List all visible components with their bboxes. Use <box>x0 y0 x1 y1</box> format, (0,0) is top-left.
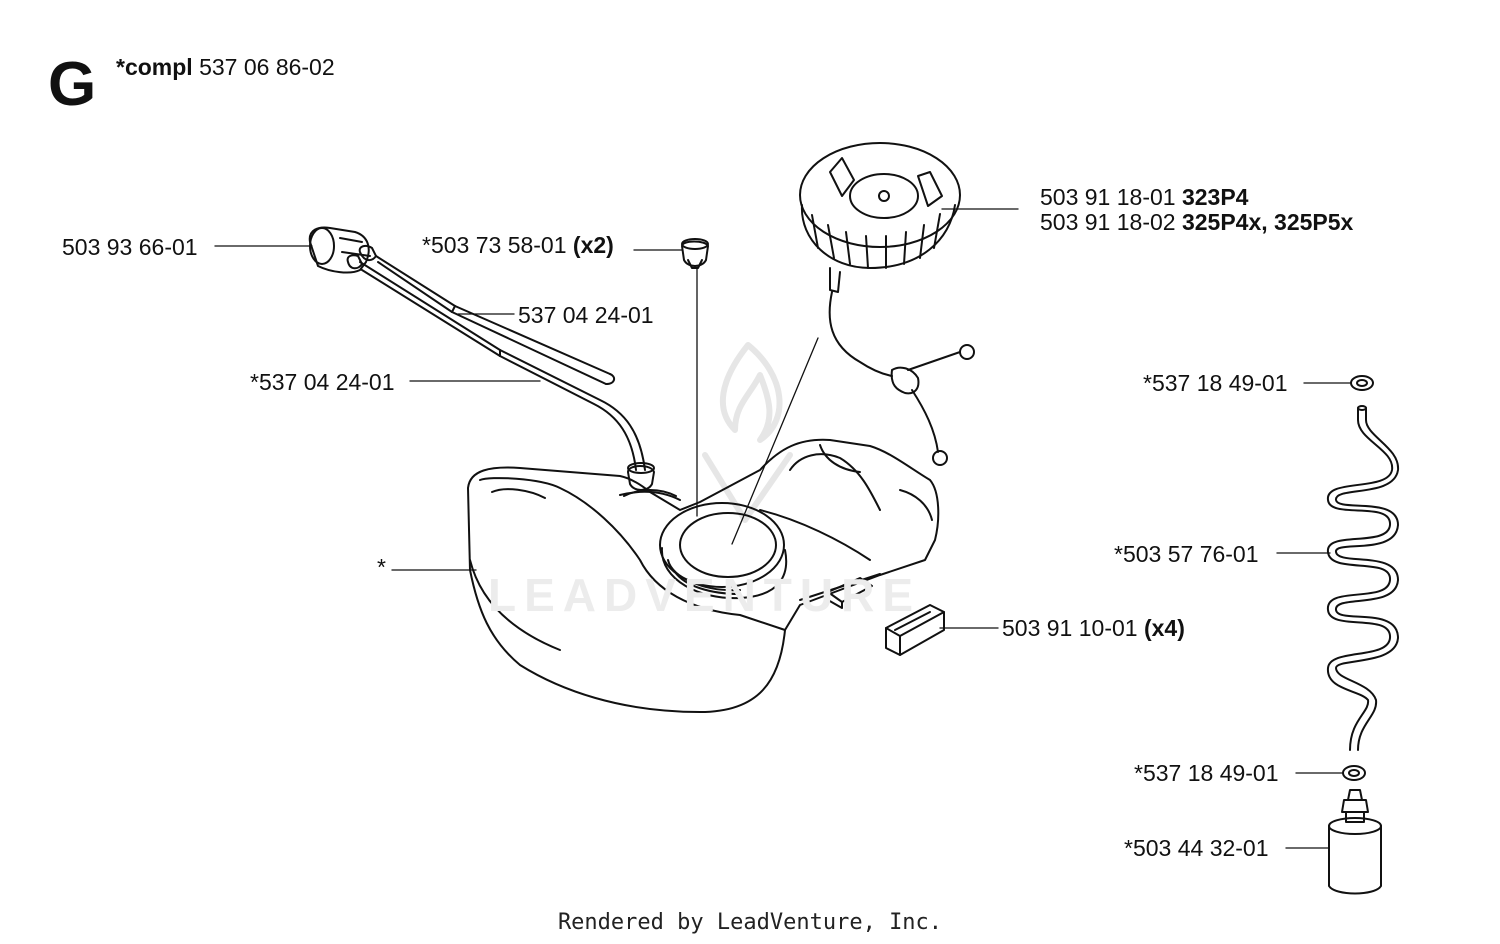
grommet-x2[interactable] <box>681 238 709 269</box>
grommet-tank-top[interactable] <box>623 462 677 497</box>
label-hose-upper[interactable]: 537 04 24-01 <box>518 302 654 328</box>
label-tank-grommet[interactable]: 503 93 66-01 <box>62 234 198 260</box>
footer-credit: Rendered by LeadVenture, Inc. <box>557 910 943 935</box>
oring-bottom[interactable] <box>1342 765 1366 781</box>
mount-block[interactable] <box>827 577 873 609</box>
cap-b-model: 325P4x, 325P5x <box>1181 209 1354 235</box>
label-cap-b[interactable]: 503 91 18-02 325P4x, 325P5x <box>1040 209 1353 235</box>
fuel-tank[interactable] <box>467 438 940 713</box>
leader-lines <box>214 208 1352 849</box>
cap-b-number: 503 91 18-02 <box>1040 209 1176 235</box>
oring-top[interactable] <box>1350 375 1374 391</box>
label-rubber-mount[interactable]: 503 91 10-01 (x4) <box>1002 615 1185 641</box>
mount-qty: (x4) <box>1143 615 1185 641</box>
cap-a-number: 503 91 18-01 <box>1040 184 1176 210</box>
label-tank[interactable]: * <box>377 554 386 580</box>
label-coil-hose[interactable]: *503 57 76-01 <box>1114 541 1259 567</box>
fuel-cap[interactable] <box>799 142 961 293</box>
fuel-lines[interactable] <box>359 255 646 471</box>
watermark-logo <box>702 342 793 523</box>
compl-prefix: *compl <box>116 54 193 80</box>
section-letter: G <box>48 50 97 119</box>
compl-number: 537 06 86-02 <box>199 54 335 80</box>
complete-assembly-label: *compl 537 06 86-02 <box>116 54 335 80</box>
label-hose-lower[interactable]: *537 04 24-01 <box>250 369 395 395</box>
coil-fuel-hose[interactable] <box>1326 405 1400 751</box>
label-cap-a[interactable]: 503 91 18-01 323P4 <box>1040 184 1248 210</box>
label-oring-top[interactable]: *537 18 49-01 <box>1143 370 1288 396</box>
fuel-filter[interactable] <box>1328 789 1382 895</box>
cap-a-model: 323P4 <box>1181 184 1249 210</box>
label-oring-bottom[interactable]: *537 18 49-01 <box>1134 760 1279 786</box>
cap-strap[interactable] <box>828 291 975 466</box>
mount-number: 503 91 10-01 <box>1002 615 1138 641</box>
rubber-mount[interactable] <box>885 604 945 656</box>
label-fuel-filter[interactable]: *503 44 32-01 <box>1124 835 1269 861</box>
grommet-x2-number: *503 73 58-01 <box>422 232 567 258</box>
watermark-text: LEADVENTURE <box>488 569 922 621</box>
grommet-x2-qty: (x2) <box>572 232 614 258</box>
label-grommet-x2[interactable]: *503 73 58-01 (x2) <box>422 232 614 258</box>
